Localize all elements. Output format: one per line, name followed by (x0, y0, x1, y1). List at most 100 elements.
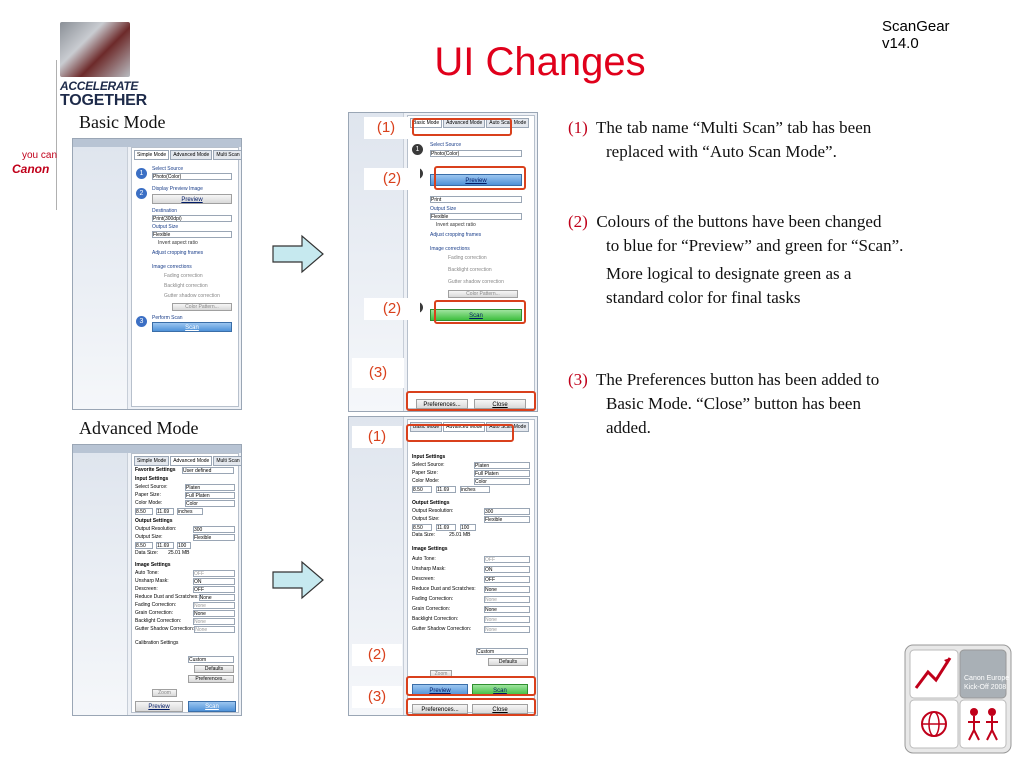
preferences-button[interactable]: Preferences... (188, 675, 234, 683)
source-select[interactable]: Photo(Color) (152, 173, 232, 180)
defaults-button[interactable]: Defaults (488, 658, 528, 666)
row-select[interactable]: Full Platen (185, 492, 235, 499)
destination-select[interactable]: Print (430, 196, 522, 203)
note-2-number: (2) (568, 212, 588, 231)
row-select[interactable]: Color (185, 500, 235, 507)
basic-old-screenshot: Simple Mode Advanced Mode Multi Scan 1 S… (72, 138, 242, 410)
input-row: Color Mode:Color (412, 478, 530, 486)
preferences-button[interactable]: Preferences... (416, 399, 468, 409)
fading-correction-checkbox[interactable]: Fading correction (448, 255, 487, 261)
row-select[interactable]: OFF (484, 576, 530, 583)
row-select[interactable]: ON (193, 578, 235, 585)
unit-select[interactable]: inches (177, 508, 203, 515)
row-select[interactable]: None (193, 610, 235, 617)
zoom-button[interactable]: Zoom (152, 689, 177, 697)
defaults-button[interactable]: Defaults (194, 665, 234, 673)
preview-button-label: Preview (465, 178, 487, 184)
row-select[interactable]: None (484, 606, 530, 613)
row-select[interactable]: ON (484, 566, 530, 573)
backlight-correction-checkbox[interactable]: Backlight correction (448, 267, 492, 273)
scan-button[interactable]: Scan (188, 701, 236, 712)
tab-basic-mode[interactable]: Basic Mode (410, 422, 443, 432)
favorite-select[interactable]: User defined (182, 467, 234, 474)
row-select[interactable]: None (484, 616, 530, 623)
image-row: Reduce Dust and Scratches:None (135, 594, 235, 602)
row-select[interactable]: None (193, 602, 235, 609)
height-field[interactable]: 11.69 (156, 508, 174, 515)
unit-select[interactable]: inches (460, 486, 490, 493)
row-label: Paper Size: (412, 470, 438, 476)
source-select[interactable]: Photo(Color) (430, 150, 522, 157)
advanced-new-screenshot: Basic Mode Advanced Mode Auto Scan Mode … (348, 416, 538, 716)
adjust-cropping-checkbox[interactable]: Adjust cropping frames (430, 232, 482, 238)
invert-aspect-checkbox[interactable]: Invert aspect ratio (158, 240, 198, 246)
tab-advanced-mode[interactable]: Advanced Mode (170, 150, 213, 160)
row-select[interactable]: OFF (484, 556, 530, 563)
version-label: ScanGear v14.0 (882, 18, 950, 52)
calibration-settings-label[interactable]: Calibration Settings (135, 640, 179, 646)
row-select[interactable]: 300 (484, 508, 530, 515)
image-settings-heading: Image Settings (412, 546, 448, 552)
scan-button[interactable]: Scan (152, 322, 232, 332)
image-row: Grain Correction:None (135, 610, 235, 618)
fading-correction-checkbox[interactable]: Fading correction (164, 273, 203, 279)
close-button[interactable]: Close (472, 704, 528, 714)
color-pattern-button[interactable]: Color Pattern... (448, 290, 518, 298)
row-select[interactable]: None (484, 596, 530, 603)
row-select[interactable]: Platen (474, 462, 530, 469)
row-select[interactable]: None (198, 594, 235, 601)
custom-select[interactable]: Custom (188, 656, 234, 663)
row-select[interactable]: None (193, 618, 235, 625)
invert-aspect-checkbox[interactable]: Invert aspect ratio (436, 222, 476, 228)
tab-auto-scan-mode[interactable]: Auto Scan Mode (486, 422, 530, 432)
tab-multi-scan[interactable]: Multi Scan (213, 456, 241, 466)
scan-button[interactable]: Scan (430, 309, 522, 321)
tab-advanced-mode[interactable]: Advanced Mode (443, 422, 486, 432)
height-field[interactable]: 11.69 (156, 542, 174, 549)
height-field[interactable]: 11.69 (436, 486, 456, 493)
row-select[interactable]: OFF (193, 586, 235, 593)
gutter-shadow-checkbox[interactable]: Gutter shadow correction (448, 279, 504, 285)
gutter-shadow-checkbox[interactable]: Gutter shadow correction (164, 293, 220, 299)
row-select[interactable]: OFF (193, 570, 235, 577)
backlight-correction-checkbox[interactable]: Backlight correction (164, 283, 208, 289)
tab-simple-mode[interactable]: Simple Mode (134, 150, 170, 160)
tab-simple-mode[interactable]: Simple Mode (134, 456, 170, 466)
preview-button-label: Preview (148, 704, 170, 710)
width-field[interactable]: 8.50 (135, 508, 153, 515)
row-select[interactable]: Full Platen (474, 470, 530, 477)
row-select[interactable]: Platen (185, 484, 235, 491)
note-3-text: The Preferences button has been added to (596, 370, 880, 389)
row-select[interactable]: Flexible (193, 534, 235, 541)
row-label: Unsharp Mask: (412, 566, 446, 572)
preferences-button[interactable]: Preferences... (412, 704, 468, 714)
width-field[interactable]: 8.50 (412, 524, 432, 531)
note-1: (1) The tab name “Multi Scan” tab has be… (568, 116, 1008, 164)
tab-multi-scan[interactable]: Multi Scan (213, 150, 241, 160)
row-select[interactable]: None (484, 586, 530, 593)
row-select[interactable]: 300 (193, 526, 235, 533)
output-size-select[interactable]: Flexible (430, 213, 522, 220)
preview-button[interactable]: Preview (430, 174, 522, 186)
width-field[interactable]: 8.50 (135, 542, 153, 549)
input-row: Select Source:Platen (412, 462, 530, 470)
row-select[interactable]: None (484, 626, 530, 633)
scale-field[interactable]: 100 (460, 524, 476, 531)
destination-select[interactable]: Print(300dpi) (152, 215, 232, 222)
color-pattern-button[interactable]: Color Pattern... (172, 303, 232, 311)
row-label: Fading Correction: (412, 596, 454, 602)
output-rows: Output Resolution:300 Output Size:Flexib… (412, 508, 530, 540)
preview-button[interactable]: Preview (152, 194, 232, 204)
row-select[interactable]: None (194, 626, 235, 633)
width-field[interactable]: 8.50 (412, 486, 432, 493)
preview-button[interactable]: Preview (135, 701, 183, 712)
scale-field[interactable]: 100 (177, 542, 191, 549)
height-field[interactable]: 11.69 (436, 524, 456, 531)
output-size-select[interactable]: Flexible (152, 231, 232, 238)
row-select[interactable]: Flexible (484, 516, 530, 523)
row-select[interactable]: Color (474, 478, 530, 485)
custom-select[interactable]: Custom (476, 648, 528, 655)
close-button[interactable]: Close (474, 399, 526, 409)
tab-advanced-mode[interactable]: Advanced Mode (170, 456, 213, 466)
adjust-cropping-checkbox[interactable]: Adjust cropping frames (152, 250, 204, 256)
